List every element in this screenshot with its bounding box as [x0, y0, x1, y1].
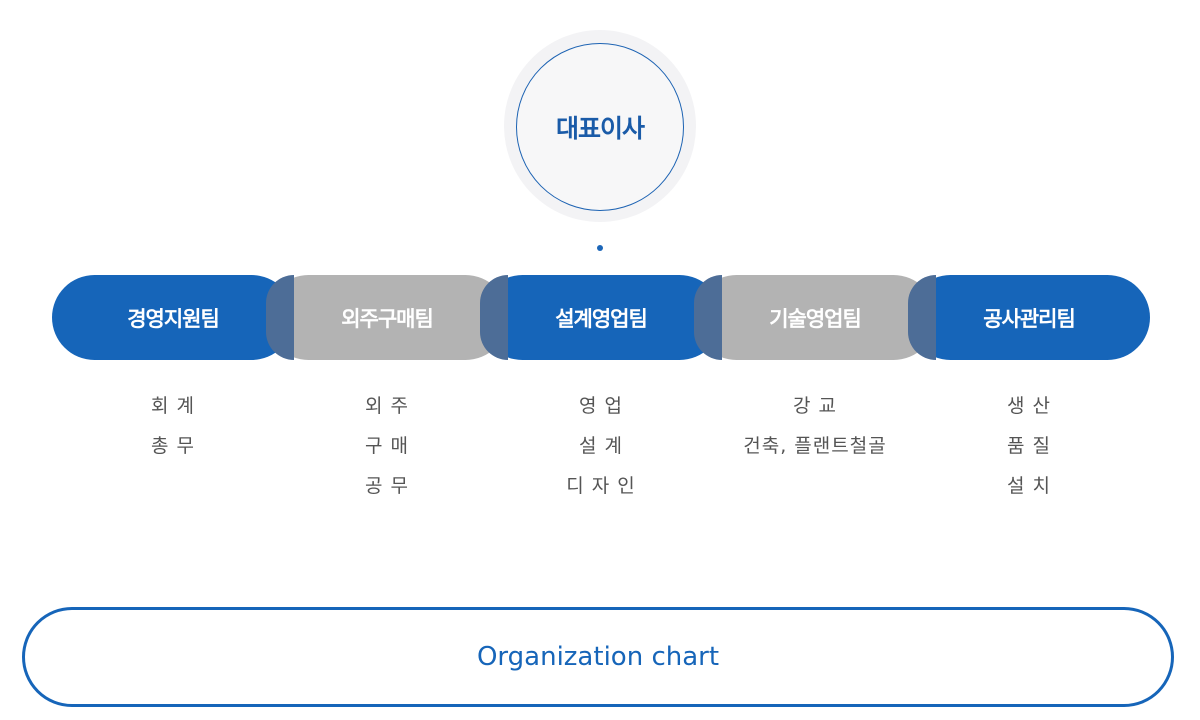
- pill-overlap: [908, 275, 936, 360]
- team-construction-management: 공사관리팀: [908, 275, 1150, 360]
- duties-management-support: 회 계 총 무: [52, 386, 294, 466]
- ceo-node: 대표이사: [516, 43, 684, 211]
- org-chart-caption: Organization chart: [22, 607, 1174, 707]
- duty-item: 영 업: [579, 395, 623, 417]
- duty-item: 구 매: [365, 435, 409, 457]
- duty-item: 강 교: [793, 395, 837, 417]
- duty-item: 디 자 인: [566, 475, 636, 497]
- caption-label: Organization chart: [476, 642, 720, 672]
- team-management-support: 경영지원팀: [52, 275, 294, 360]
- duty-item: 생 산: [1007, 395, 1051, 417]
- duty-item: 건축, 플랜트철골: [743, 435, 887, 457]
- duty-item: 설 계: [579, 435, 623, 457]
- team-label: 기술영업팀: [769, 306, 862, 331]
- duties-construction-management: 생 산 품 질 설 치: [908, 386, 1150, 506]
- team-label: 외주구매팀: [341, 306, 434, 331]
- duties-technical-sales: 강 교 건축, 플랜트철골: [694, 386, 936, 466]
- team-label: 공사관리팀: [983, 306, 1076, 331]
- pill-overlap: [694, 275, 722, 360]
- duties-outsourcing-purchasing: 외 주 구 매 공 무: [266, 386, 508, 506]
- duties-design-sales: 영 업 설 계 디 자 인: [480, 386, 722, 506]
- pill-overlap: [266, 275, 294, 360]
- pill-overlap: [480, 275, 508, 360]
- duty-item: 설 치: [1007, 475, 1051, 497]
- duty-item: 외 주: [365, 395, 409, 417]
- duty-item: 총 무: [151, 435, 195, 457]
- team-label: 설계영업팀: [555, 306, 648, 331]
- team-design-sales: 설계영업팀: [480, 275, 722, 360]
- connector-dot: [597, 245, 603, 251]
- team-label: 경영지원팀: [127, 306, 220, 331]
- duty-item: 품 질: [1007, 435, 1051, 457]
- ceo-label: 대표이사: [555, 114, 645, 143]
- team-technical-sales: 기술영업팀: [694, 275, 936, 360]
- duty-item: 회 계: [151, 395, 195, 417]
- duty-item: 공 무: [365, 475, 409, 497]
- team-outsourcing-purchasing: 외주구매팀: [266, 275, 508, 360]
